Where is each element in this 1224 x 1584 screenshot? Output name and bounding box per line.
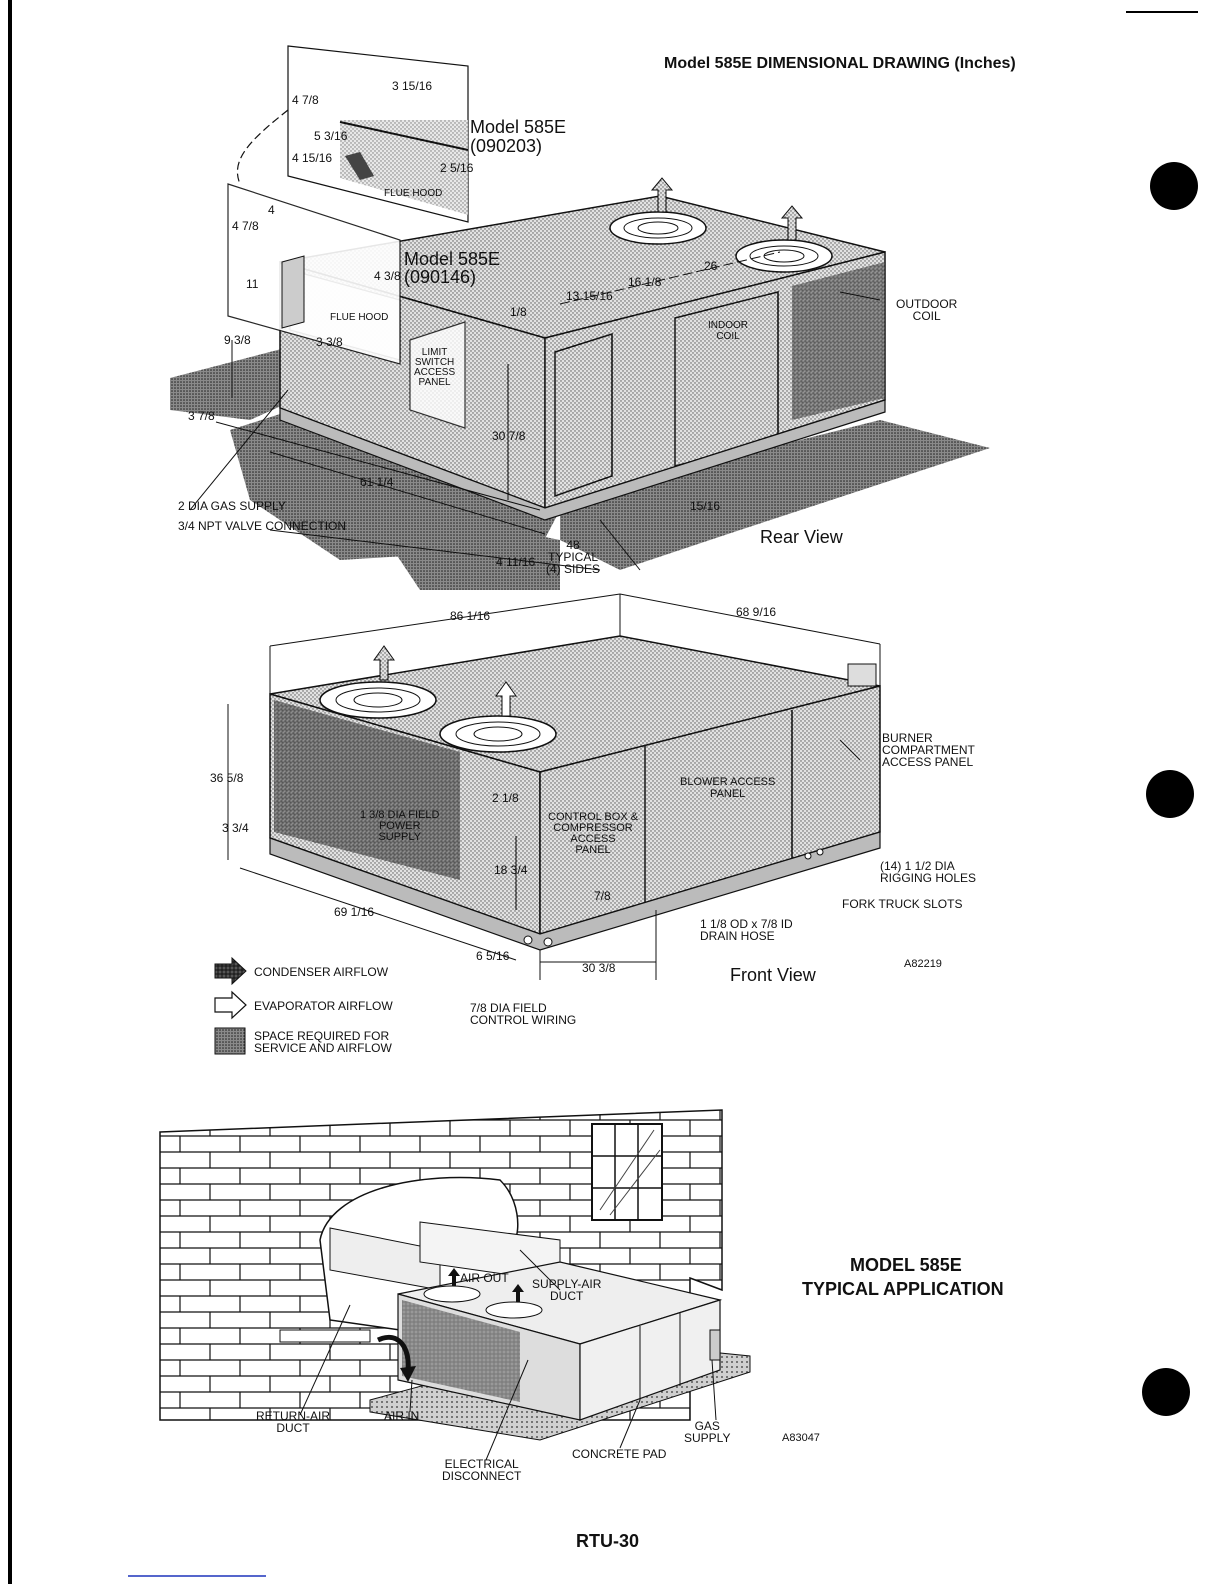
rear-view-label: Rear View: [760, 527, 843, 547]
rear-dim-61-1-4: 61 1/4: [360, 475, 394, 489]
front-dim-68-9-16: 68 9/16: [736, 605, 777, 619]
front-dim-3-3-4: 3 3/4: [222, 821, 249, 835]
typical-48-label: 48 TYPICAL (4) SIDES: [546, 538, 601, 576]
inset-mid-dim-2: 4 7/8: [232, 219, 259, 233]
service-space-floor: [170, 348, 300, 420]
control-box-label: CONTROL BOX & COMPRESSOR ACCESS PANEL: [548, 811, 639, 856]
legend-icons: [214, 956, 247, 1055]
rear-dim-9-3-8: 9 3/8: [224, 333, 251, 347]
application-drawing: [159, 1109, 751, 1461]
front-drawing-number: A82219: [904, 958, 942, 970]
rear-dim-26: 26: [704, 259, 718, 273]
top-rule: [1126, 11, 1198, 13]
rear-dim-4-11-16: 4 11/16: [496, 555, 536, 569]
gas-supply-app-label: GAS SUPPLY: [684, 1419, 731, 1445]
inset-top-dim-4: 4 15/16: [292, 151, 333, 165]
field-wiring-label: 7/8 DIA FIELD CONTROL WIRING: [470, 1001, 577, 1027]
supply-duct-label: SUPPLY-AIR DUCT: [532, 1277, 602, 1303]
outdoor-coil-label: OUTDOOR COIL: [896, 297, 958, 323]
rear-dim-13-15-16: 13 15/16: [566, 289, 613, 303]
inset-mid-dim-5: 3 3/8: [316, 335, 343, 349]
punch-hole-3: [1142, 1368, 1190, 1416]
rear-dim-30-7-8: 30 7/8: [492, 429, 526, 443]
application-title-1: MODEL 585E: [850, 1255, 962, 1275]
inset-top-code: (090203): [470, 136, 543, 156]
inset-mid-dim-1: 4: [268, 203, 275, 217]
evaporator-airflow-arrow: [214, 990, 247, 1020]
rear-fan-2: [735, 239, 833, 273]
rear-airflow-arrow-1: [650, 177, 674, 213]
inset-top-flue-hood: FLUE HOOD: [384, 188, 443, 199]
drain-hose-label: 1 1/8 OD x 7/8 ID DRAIN HOSE: [700, 917, 793, 943]
service-space-swatch: [214, 1027, 246, 1055]
electrical-disconnect-label: ELECTRICAL DISCONNECT: [442, 1457, 522, 1483]
condenser-airflow-arrow: [214, 956, 247, 986]
inset-top-dim-2: 4 7/8: [292, 93, 319, 107]
bottom-rule: [128, 1575, 266, 1577]
inset-mid-dim-4: 4 3/8: [374, 269, 401, 283]
inset-mid-dim-3: 11: [246, 277, 259, 291]
punch-hole-1: [1150, 162, 1198, 210]
valve-connection-label: 3/4 NPT VALVE CONNECTION: [178, 519, 347, 533]
gas-supply-label: 2 DIA GAS SUPPLY: [178, 499, 286, 513]
inset-mid-code: (090146): [404, 267, 477, 287]
fork-slots-label: FORK TRUCK SLOTS: [842, 897, 963, 911]
front-airflow-arrow-2: [495, 681, 517, 717]
page-title: Model 585E DIMENSIONAL DRAWING (Inches): [664, 55, 1016, 72]
limit-switch-panel: [409, 321, 466, 429]
rigging-holes-label: (14) 1 1/2 DIA RIGGING HOLES: [880, 859, 977, 885]
burner-label: BURNER COMPARTMENT ACCESS PANEL: [882, 731, 975, 769]
rear-dim-15-16: 15/16: [690, 499, 721, 513]
front-dim-18-3-4: 18 3/4: [494, 863, 528, 877]
application-drawing-number: A83047: [782, 1432, 820, 1444]
front-dim-69-1-16: 69 1/16: [334, 905, 375, 919]
air-out-label: AIR OUT: [460, 1271, 509, 1285]
front-airflow-arrow-1: [373, 645, 395, 681]
app-unit-side: [579, 1299, 721, 1421]
application-title-2: TYPICAL APPLICATION: [802, 1279, 1004, 1299]
front-dim-36-5-8: 36 5/8: [210, 771, 244, 785]
legend-evaporator-label: EVAPORATOR AIRFLOW: [254, 999, 393, 1013]
outdoor-coil: [792, 262, 885, 420]
concrete-pad-label: CONCRETE PAD: [572, 1447, 667, 1461]
limit-switch-label: LIMIT SWITCH ACCESS PANEL: [414, 347, 456, 388]
inset-top-dim-5: 2 5/16: [440, 161, 474, 175]
front-dim-6-5-16: 6 5/16: [476, 949, 510, 963]
inset-mid-model: Model 585E: [404, 249, 501, 269]
front-dim-86-1-16: 86 1/16: [450, 609, 491, 623]
front-view-drawing: [227, 593, 881, 980]
inset-top-dim-1: 3 15/16: [392, 79, 433, 93]
legend-service-label: SPACE REQUIRED FOR SERVICE AND AIRFLOW: [254, 1029, 392, 1055]
front-dim-7-8: 7/8: [594, 889, 611, 903]
rear-dim-16-1-8: 16 1/8: [628, 275, 662, 289]
legend-condenser-label: CONDENSER AIRFLOW: [254, 965, 389, 979]
front-dim-2-1-8: 2 1/8: [492, 791, 519, 805]
blower-label: BLOWER ACCESS PANEL: [680, 776, 776, 800]
rear-airflow-arrow-2: [780, 205, 804, 241]
field-power-label: 1 3/8 DIA FIELD POWER SUPPLY: [360, 809, 440, 843]
inset-mid-flue-hood: FLUE HOOD: [330, 312, 389, 323]
rear-dim-3-7-8: 3 7/8: [188, 409, 215, 423]
rear-view-drawing: [170, 45, 990, 590]
return-duct-label: RETURN-AIR DUCT: [256, 1409, 330, 1435]
air-in-label: AIR IN: [384, 1409, 420, 1423]
indoor-coil-label: INDOOR COIL: [708, 320, 748, 342]
front-fan-1: [319, 681, 437, 719]
inset-top-dim-3: 5 3/16: [314, 129, 348, 143]
rear-dim-1-8: 1/8: [510, 305, 527, 319]
front-view-label: Front View: [730, 965, 816, 985]
page-number: RTU-30: [576, 1531, 640, 1551]
inset-top-model: Model 585E: [470, 117, 567, 137]
front-dim-30-3-8: 30 3/8: [582, 961, 616, 975]
left-edge-bar: [8, 0, 12, 1584]
punch-hole-2: [1146, 770, 1194, 818]
inset-mid-box: [227, 183, 401, 365]
front-fan-2: [439, 715, 557, 753]
